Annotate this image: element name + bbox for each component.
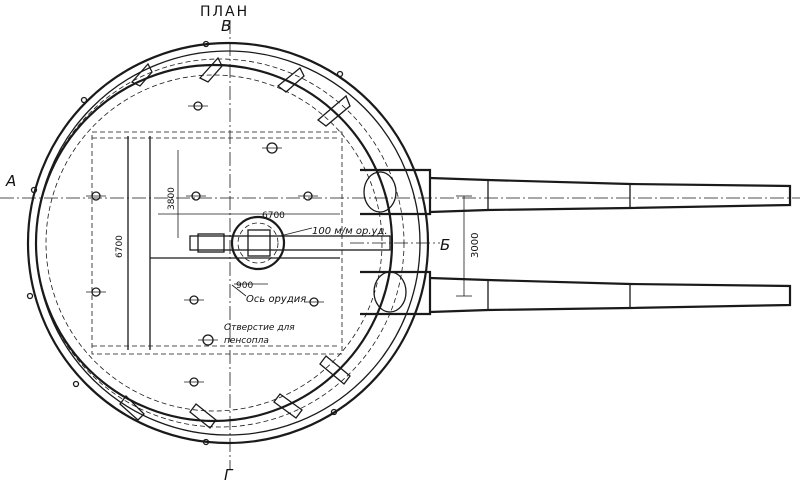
- fitting: [262, 142, 282, 154]
- bracket: [119, 395, 145, 421]
- d-3800-label: 3800: [167, 187, 177, 210]
- platform-outline: [91, 131, 343, 355]
- mount-housing: [247, 229, 271, 257]
- barrel-spacing-dimension: 3000: [456, 195, 481, 297]
- platform: [91, 131, 343, 355]
- fitting: [304, 297, 324, 307]
- lower-barrel: [429, 276, 792, 314]
- bracket: [276, 66, 305, 93]
- offset-900-label: 900: [236, 281, 253, 291]
- section-label-right: Б: [440, 236, 450, 254]
- section-label-top: В: [221, 17, 231, 35]
- rivet: [26, 292, 34, 300]
- fitting: [186, 191, 206, 201]
- plan-title: ПЛАН: [200, 4, 249, 20]
- floor-fittings: [86, 101, 324, 387]
- fitting: [86, 287, 106, 297]
- rivet: [202, 40, 210, 48]
- gun-axis-label: Ось орудия: [246, 294, 306, 305]
- ring-rivets: [26, 40, 344, 446]
- rivet: [72, 380, 80, 388]
- fitting: [298, 191, 318, 201]
- mount-ring-inner: [237, 222, 279, 264]
- breech-block: [197, 233, 225, 253]
- gun-mount: [189, 215, 391, 271]
- width-6700-label: 6700: [262, 211, 285, 221]
- inner-dashed-ring: [45, 74, 383, 412]
- leader-line: [231, 284, 247, 297]
- lower-trunnion: [373, 271, 407, 313]
- height-6700-label: 6700: [115, 235, 125, 258]
- gun-embrasures: [360, 168, 432, 316]
- mount-ring: [230, 215, 286, 271]
- floor-hole-line2: пенсопла: [224, 336, 269, 346]
- turret-rings: [26, 41, 430, 445]
- section-label-left: А: [5, 172, 16, 190]
- bracket: [189, 403, 217, 429]
- outer-ring: [26, 41, 430, 445]
- bracket: [130, 62, 153, 87]
- rivet: [202, 438, 210, 446]
- rivet: [330, 408, 338, 416]
- rivet: [80, 96, 88, 104]
- ring-brackets: [119, 56, 351, 429]
- inner-ring: [34, 63, 394, 423]
- bracket: [316, 94, 351, 127]
- fitting: [86, 191, 106, 201]
- interior-dimensions: 6700 6700 3800 900: [115, 140, 340, 348]
- fitting: [198, 334, 218, 346]
- barrel-spacing-label: 3000: [470, 233, 481, 258]
- centerlines: [0, 20, 800, 470]
- gun-barrels: [429, 176, 792, 314]
- leader-line: [279, 227, 313, 237]
- fitting: [184, 295, 204, 305]
- upper-trunnion: [363, 171, 397, 213]
- upper-barrel: [429, 176, 792, 214]
- fitting: [188, 101, 208, 111]
- section-label-bottom: Г: [224, 466, 234, 484]
- bracket: [198, 56, 223, 83]
- rivet: [336, 70, 344, 78]
- gun-breech-axis: [189, 235, 391, 251]
- bracket: [319, 355, 351, 385]
- lower-embrasure: [360, 270, 432, 316]
- gun-note: 100 м/м ор.уд.: [312, 226, 388, 237]
- fitting: [184, 377, 204, 387]
- bracket: [273, 393, 303, 419]
- rivet: [30, 186, 38, 194]
- floor-hole-line1: Отверстие для: [224, 323, 295, 333]
- upper-embrasure: [360, 168, 432, 216]
